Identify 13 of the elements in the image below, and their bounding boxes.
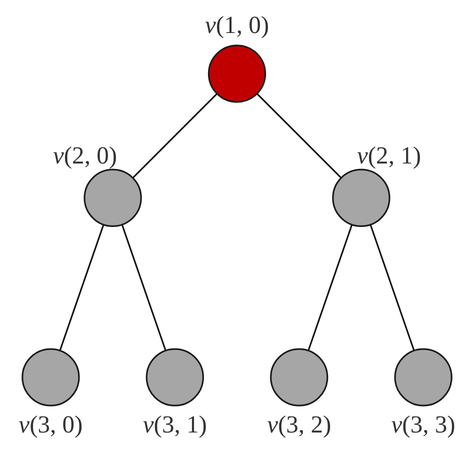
node-label: v(2, 1) xyxy=(356,142,422,172)
node-label: v(3, 1) xyxy=(142,410,207,441)
connector-line xyxy=(256,93,342,178)
connector-line xyxy=(308,224,353,351)
node-label: v(2, 0) xyxy=(52,142,118,172)
connector-line xyxy=(59,224,104,351)
connector-line xyxy=(121,224,166,351)
connector-line xyxy=(370,224,415,351)
connector-line xyxy=(132,93,218,178)
node-label: v(3, 0) xyxy=(18,410,83,441)
node-label: v(3, 2) xyxy=(267,410,332,441)
node-label: v(3, 3) xyxy=(391,410,456,441)
node-label: v(1, 0) xyxy=(204,11,270,42)
